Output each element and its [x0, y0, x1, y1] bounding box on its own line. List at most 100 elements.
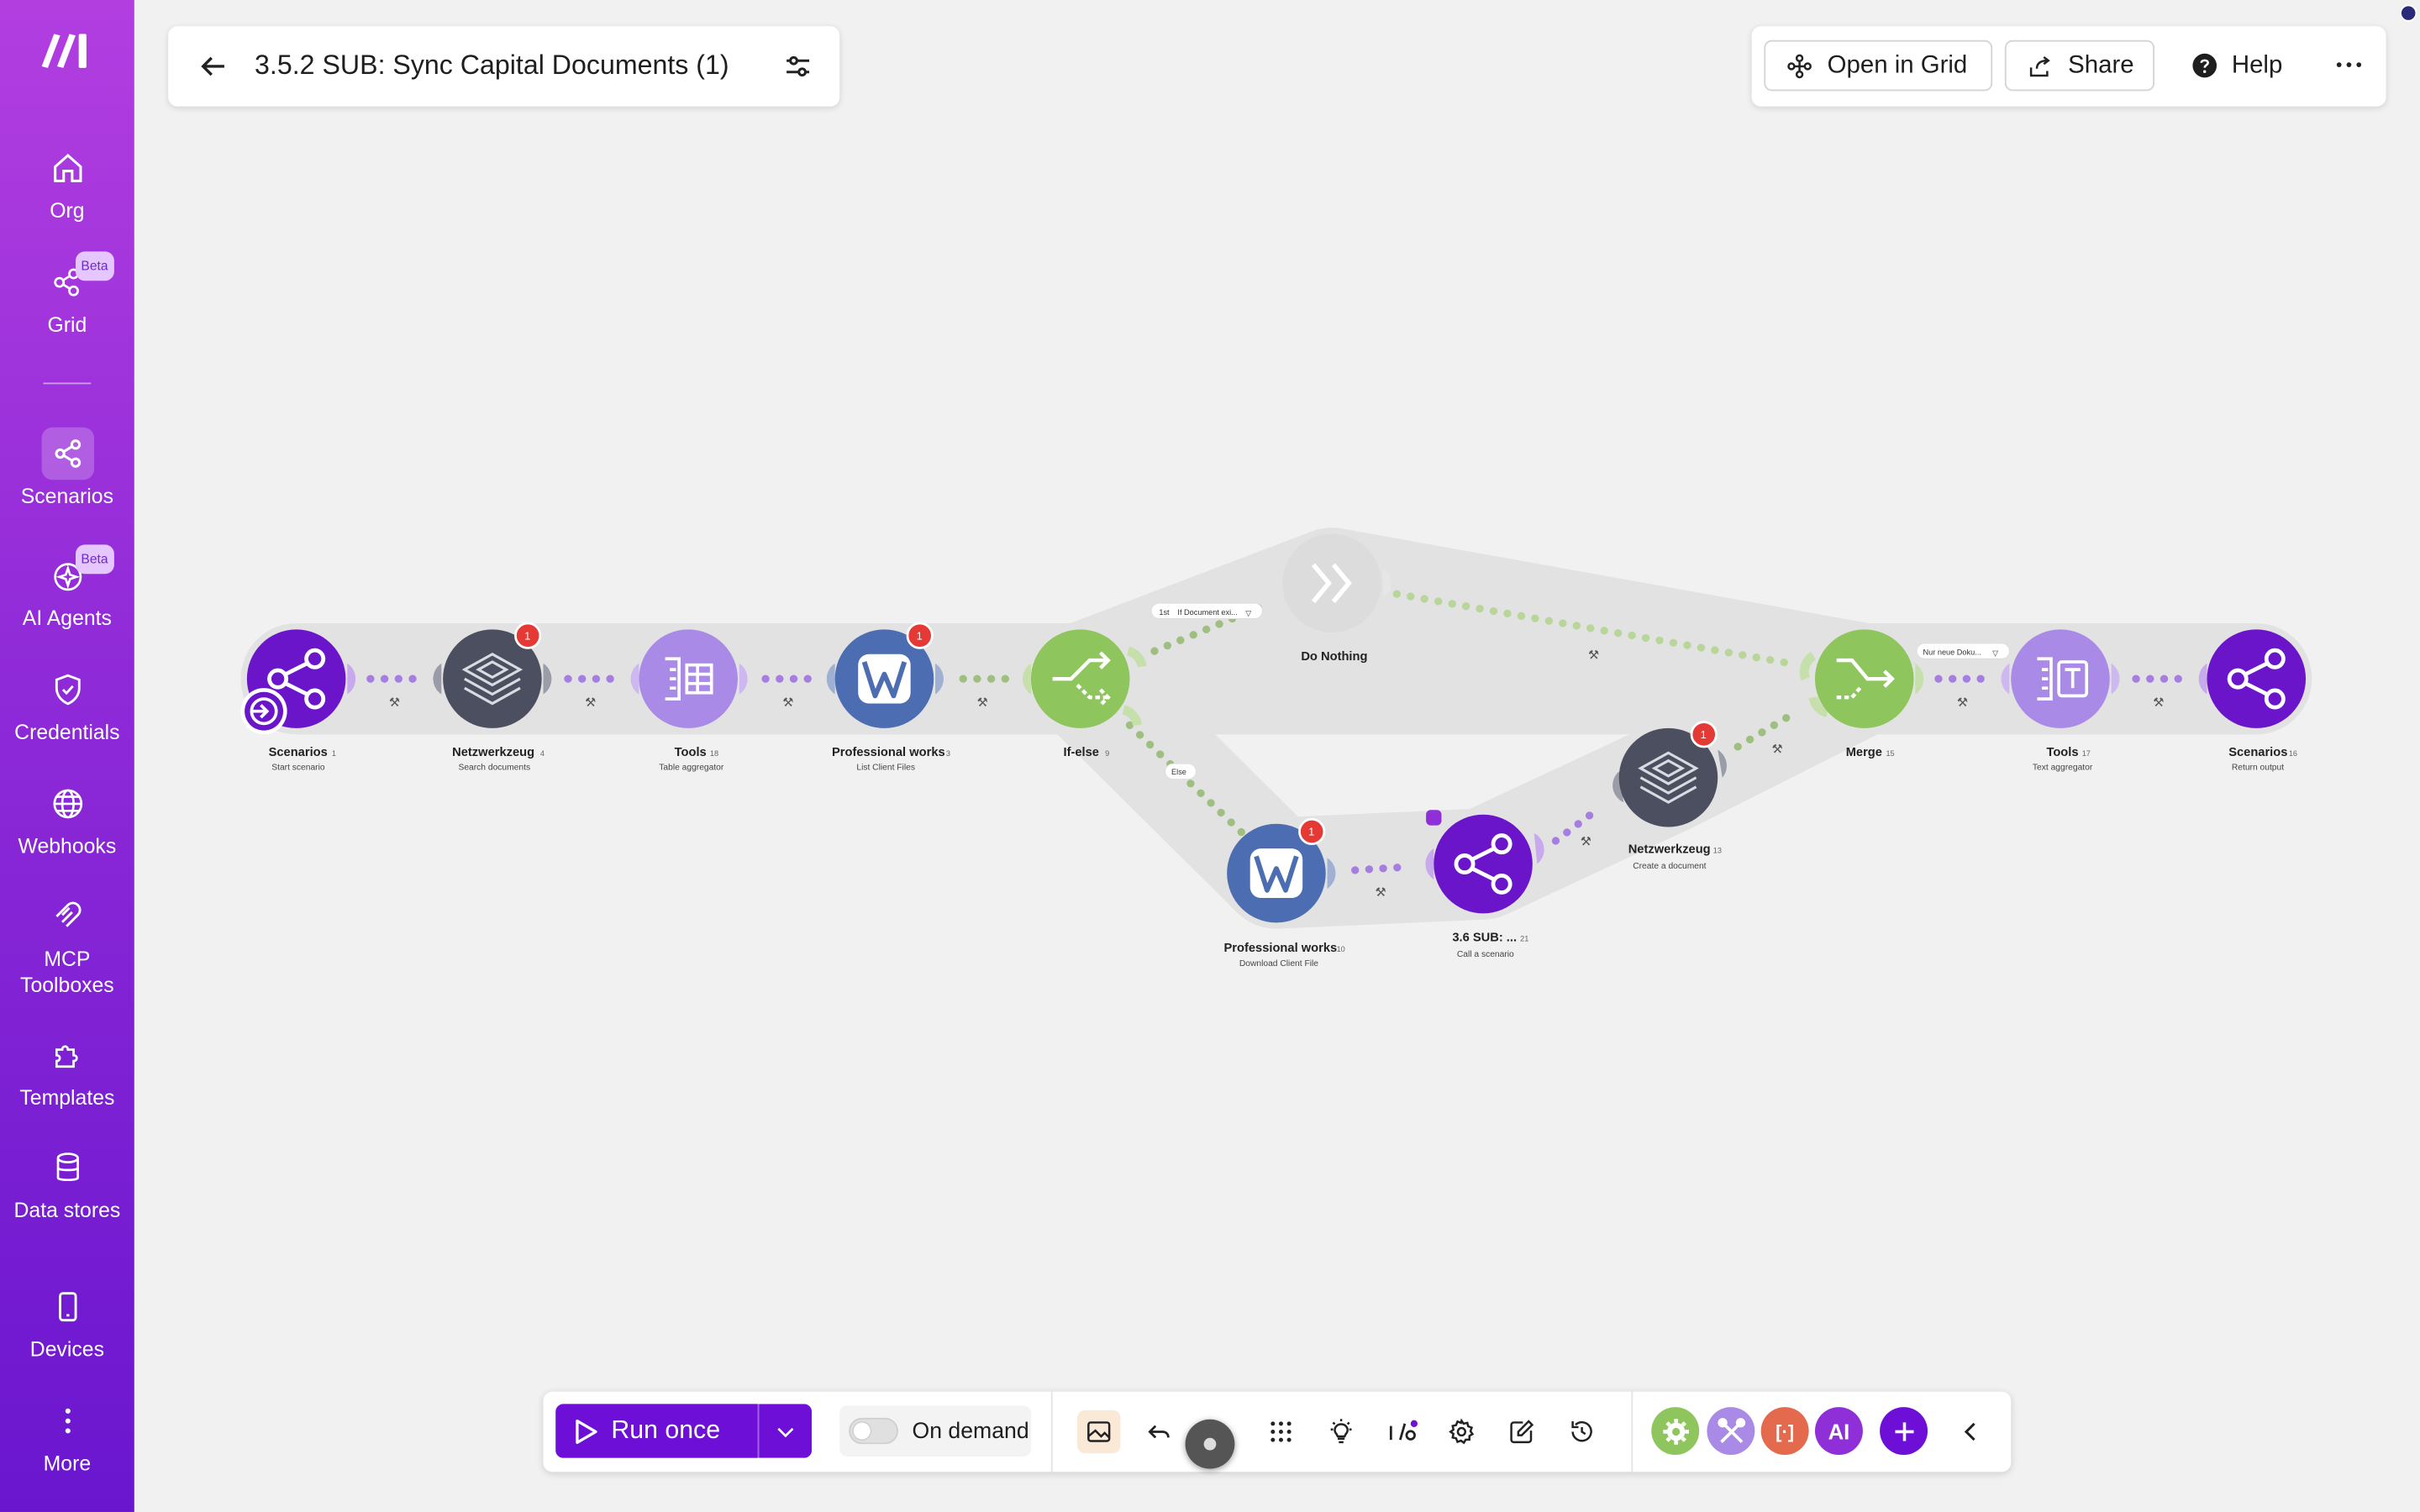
help-button[interactable]: Help — [2191, 40, 2282, 92]
more-horizontal-icon[interactable] — [2332, 48, 2365, 81]
open-in-grid-button[interactable]: Open in Grid — [1764, 39, 1993, 92]
history-icon — [1571, 1420, 1592, 1442]
node-circle — [639, 629, 738, 728]
scenario-title[interactable]: 3.5.2 SUB: Sync Capital Documents (1) — [255, 49, 729, 81]
scenario-settings-button[interactable] — [1440, 1410, 1483, 1453]
else-route-filter[interactable]: Else — [1165, 763, 1197, 780]
sidebar-item-more[interactable]: More — [0, 1394, 134, 1476]
sidebar-item-templates[interactable]: Templates — [0, 1029, 134, 1110]
sliders-icon[interactable] — [781, 50, 814, 83]
svg-text:⚒: ⚒ — [1957, 696, 1968, 710]
sidebar-item-ai-agents[interactable]: Beta AI Agents — [0, 544, 134, 631]
notes-button[interactable] — [1500, 1410, 1543, 1453]
sidebar-divider — [43, 382, 92, 385]
if-route-tag: 1st — [1159, 608, 1170, 617]
module-node[interactable]: Merge 15 — [1799, 629, 1924, 759]
module-node[interactable]: 3.6 SUB: ... 21 Call a scenario — [1425, 810, 1544, 959]
tools-app-button[interactable] — [1707, 1407, 1755, 1456]
node-label: Merge — [1846, 746, 1882, 759]
node-number: 3 — [946, 749, 950, 758]
pw-logo-icon — [858, 654, 911, 704]
filter-icon: ▽ — [1992, 649, 1998, 658]
comment-icon[interactable] — [1426, 810, 1442, 826]
svg-text:⚒: ⚒ — [2153, 696, 2164, 710]
image-icon — [1087, 1421, 1111, 1442]
node-subtitle: List Client Files — [856, 764, 915, 773]
sidebar-item-org[interactable]: Org — [0, 142, 134, 223]
schedule-toggle[interactable]: On demand — [839, 1405, 1031, 1457]
module-node[interactable]: Tools 18 Table aggregator — [630, 629, 748, 773]
else-route-tag: Else — [1171, 768, 1186, 776]
add-module-button[interactable] — [1880, 1407, 1928, 1456]
tools-icon — [1717, 1417, 1745, 1443]
sidebar: Org Beta Grid Scenarios Beta AI Agents C… — [0, 0, 134, 1512]
screen-record-button[interactable] — [1185, 1419, 1235, 1469]
node-label: Netzwerkzeug — [1628, 843, 1711, 857]
share-export-icon — [2029, 55, 2050, 76]
module-node[interactable]: Tools 17 Text aggregator — [2001, 629, 2120, 773]
home-icon — [53, 154, 82, 182]
make-logo-icon[interactable] — [39, 29, 94, 70]
sidebar-item-scenarios[interactable]: Scenarios — [0, 427, 134, 509]
run-once-button[interactable]: Run once — [555, 1404, 758, 1458]
node-circle — [443, 629, 542, 728]
sidebar-item-grid[interactable]: Beta Grid — [0, 251, 134, 338]
module-node[interactable]: Scenarios 16 Return output — [2198, 629, 2307, 773]
node-label: Do Nothing — [1301, 650, 1367, 664]
undo-button[interactable] — [1138, 1410, 1181, 1453]
shield-check-icon — [54, 674, 80, 706]
table-aggregator-icon — [665, 657, 713, 701]
on-demand-switch[interactable] — [849, 1417, 898, 1445]
globe-icon — [52, 789, 82, 819]
node-label: Professional works — [1224, 942, 1338, 955]
flow-control-app-button[interactable] — [1651, 1407, 1700, 1456]
mcp-icon — [55, 901, 81, 927]
run-options-dropdown[interactable] — [757, 1404, 813, 1458]
history-button[interactable] — [1560, 1410, 1603, 1453]
module-node[interactable]: Scenarios 1 Start scenario — [240, 629, 356, 773]
sidebar-item-devices[interactable]: Devices — [0, 1280, 134, 1362]
error-badge — [906, 622, 934, 649]
image-tool-button[interactable] — [1077, 1410, 1121, 1454]
module-node[interactable]: 1 Professional works 3 List Client Files — [826, 622, 950, 773]
app-bubble-label: AI — [1828, 1418, 1850, 1444]
node-circle — [1814, 629, 1914, 728]
io-button[interactable] — [1380, 1410, 1423, 1453]
collapse-toolbar-button[interactable] — [1949, 1410, 1992, 1453]
text-parser-app-button[interactable]: [·] — [1760, 1407, 1809, 1456]
ai-app-button[interactable]: AI — [1814, 1407, 1863, 1456]
explain-flow-button[interactable] — [1319, 1410, 1362, 1453]
module-node[interactable]: 1 Professional works 10 Download Client … — [1224, 817, 1345, 969]
node-number: 13 — [1713, 847, 1722, 855]
sidebar-item-mcp-toolboxes[interactable]: MCP Toolboxes — [0, 890, 134, 999]
sidebar-item-label: Scenarios — [20, 484, 114, 508]
node-subtitle: Create a document — [1633, 862, 1706, 871]
back-arrow-icon[interactable] — [196, 50, 229, 83]
node-label: Scenarios — [269, 746, 328, 759]
module-node[interactable]: Do Nothing — [1282, 533, 1392, 664]
node-number: 9 — [1105, 749, 1109, 758]
node-circle — [1282, 533, 1381, 633]
layers-icon — [1638, 751, 1699, 804]
edit-icon — [1510, 1420, 1534, 1444]
node-subtitle: Text aggregator — [2033, 764, 2093, 773]
share-button[interactable]: Share — [2004, 39, 2155, 92]
node-circle — [1618, 727, 1718, 827]
error-badge-count: 1 — [917, 629, 923, 642]
merge-route-filter[interactable]: Nur neue Doku... ▽ — [1916, 643, 2010, 659]
module-node[interactable]: 1 Netzwerkzeug 4 Search documents — [433, 622, 552, 773]
auto-align-button[interactable] — [1260, 1410, 1302, 1453]
sidebar-item-data-stores[interactable]: Data stores — [0, 1142, 134, 1223]
plus-icon — [1894, 1421, 1913, 1441]
module-node[interactable]: If-else 9 — [1023, 629, 1147, 759]
sidebar-item-credentials[interactable]: Credentials — [0, 664, 134, 745]
gear-icon — [1449, 1418, 1475, 1445]
if-route-filter[interactable]: 1st If Document exi... ▽ — [1150, 602, 1263, 619]
module-node[interactable]: 1 Netzwerkzeug 13 Create a document — [1612, 721, 1727, 871]
node-number: 4 — [540, 749, 544, 758]
sidebar-item-webhooks[interactable]: Webhooks — [0, 778, 134, 859]
node-subtitle: Table aggregator — [659, 764, 724, 773]
io-icon — [1389, 1420, 1418, 1441]
svg-text:⚒: ⚒ — [585, 696, 596, 710]
